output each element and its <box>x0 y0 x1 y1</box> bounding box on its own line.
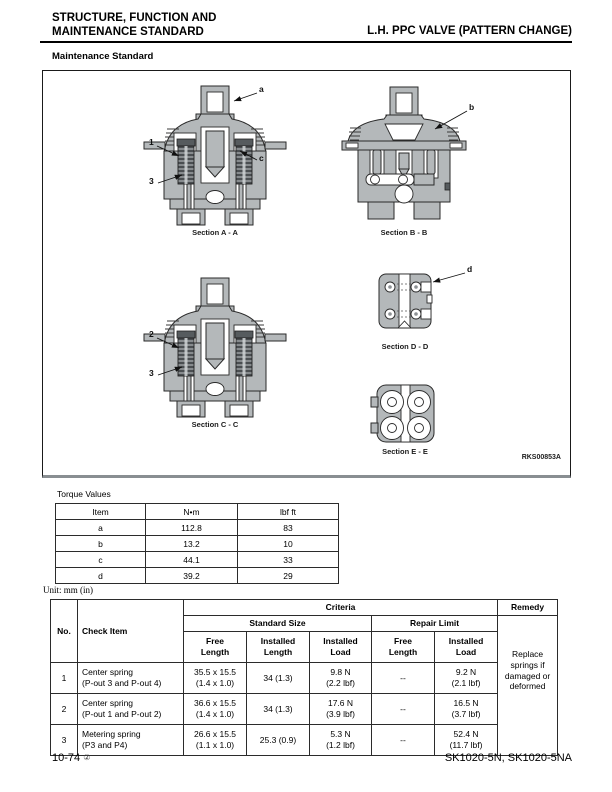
table-row: 1 Center spring(P-out 3 and P-out 4) 35.… <box>50 662 558 694</box>
caption-section-cc: Section C - C <box>191 420 239 429</box>
label-3-cc: 3 <box>149 368 154 378</box>
criteria-table: No. Check Item Criteria Remedy Standard … <box>50 599 559 756</box>
label-c: c <box>259 153 264 163</box>
unit-note: Unit: mm (in) <box>43 585 93 595</box>
page-number: 10-74 ② <box>52 752 90 764</box>
table-row: c 44.1 33 <box>55 551 339 568</box>
section-aa-drawing <box>143 85 287 226</box>
remedy-line: deformed <box>509 681 546 692</box>
torque-header-nm: N•m <box>145 503 238 520</box>
torque-nm: 13.2 <box>145 535 238 552</box>
header-criteria: Criteria <box>182 599 499 616</box>
header-no: No. <box>50 599 78 663</box>
row-check-item: Center spring(P-out 3 and P-out 4) <box>77 662 184 694</box>
header-std-free-length: Free Length <box>183 631 247 663</box>
row-check-item: Metering spring(P3 and P4) <box>77 724 184 756</box>
caption-section-ee: Section E - E <box>382 447 428 456</box>
section-bb-drawing <box>341 86 467 220</box>
label-2: 2 <box>149 329 154 339</box>
label-d: d <box>467 264 473 274</box>
torque-item: b <box>55 535 146 552</box>
row-rep-free-length: -- <box>371 662 435 694</box>
remedy-cell: Replace springs if damaged or deformed <box>497 615 559 756</box>
torque-lbf: 83 <box>237 519 339 536</box>
torque-lbf: 10 <box>237 535 339 552</box>
section-title: Maintenance Standard <box>52 51 154 62</box>
label-1: 1 <box>149 137 154 147</box>
torque-nm: 39.2 <box>145 567 238 584</box>
header-standard-size: Standard Size <box>183 615 372 632</box>
label-3-aa: 3 <box>149 176 154 186</box>
header-left-line2: MAINTENANCE STANDARD <box>52 26 204 38</box>
figure-reference-code: RKS00853A <box>521 454 561 461</box>
caption-section-bb: Section B - B <box>380 228 428 237</box>
row-std-free-length: 36.6 x 15.5(1.4 x 1.0) <box>183 693 247 725</box>
header-divider <box>40 41 572 43</box>
row-rep-installed-load: 9.2 N(2.1 lbf) <box>433 662 499 694</box>
page-header-right: L.H. PPC VALVE (PATTERN CHANGE) <box>367 25 572 37</box>
table-row: 2 Center spring(P-out 1 and P-out 2) 36.… <box>50 693 558 725</box>
remedy-line: damaged or <box>504 670 551 681</box>
section-dd-drawing <box>378 273 433 329</box>
torque-header-item: Item <box>55 503 146 520</box>
header-check-item: Check Item <box>77 599 184 663</box>
table-row: d 39.2 29 <box>55 567 339 584</box>
page-number-text: 10-74 <box>52 752 81 764</box>
row-std-free-length: 35.5 x 15.5(1.4 x 1.0) <box>183 662 247 694</box>
table-row: a 112.8 83 <box>55 519 339 536</box>
valve-sections-figure: a 1 3 c b 2 3 d Section A - A Section B … <box>42 70 571 478</box>
valve-diagram-art <box>143 85 468 443</box>
torque-nm: 44.1 <box>145 551 238 568</box>
page-header-left: STRUCTURE, FUNCTION AND MAINTENANCE STAN… <box>52 11 216 39</box>
row-std-installed-load: 17.6 N(3.9 lbf) <box>309 693 372 725</box>
header-left-line1: STRUCTURE, FUNCTION AND <box>52 12 217 24</box>
page-revision-mark: ② <box>83 753 91 762</box>
table-row: b 13.2 10 <box>55 535 339 552</box>
row-rep-free-length: -- <box>371 724 435 756</box>
torque-table: Item N•m lbf ft a 112.8 83 b 13.2 10 c 4… <box>55 503 339 584</box>
table-row: 3 Metering spring(P3 and P4) 26.6 x 15.5… <box>50 724 558 756</box>
row-std-installed-load: 9.8 N(2.2 lbf) <box>309 662 372 694</box>
row-no: 3 <box>50 724 78 756</box>
remedy-line: Replace <box>511 649 544 660</box>
row-rep-installed-load: 52.4 N(11.7 lbf) <box>433 724 499 756</box>
row-std-installed-length: 34 (1.3) <box>246 693 310 725</box>
row-no: 1 <box>50 662 78 694</box>
torque-nm: 112.8 <box>145 519 238 536</box>
torque-header-lbf: lbf ft <box>237 503 339 520</box>
caption-section-aa: Section A - A <box>192 228 238 237</box>
row-std-installed-load: 5.3 N(1.2 lbf) <box>309 724 372 756</box>
torque-item: a <box>55 519 146 536</box>
header-remedy: Remedy <box>497 599 559 616</box>
row-check-item: Center spring(P-out 1 and P-out 2) <box>77 693 184 725</box>
header-std-installed-load: Installed Load <box>309 631 372 663</box>
label-b: b <box>469 102 475 112</box>
section-cc-drawing <box>143 277 287 418</box>
header-std-installed-length: Installed Length <box>246 631 310 663</box>
row-no: 2 <box>50 693 78 725</box>
header-repair-limit: Repair Limit <box>370 615 499 632</box>
label-a: a <box>259 84 264 94</box>
model-codes: SK1020-5N, SK1020-5NA <box>444 752 572 764</box>
row-rep-installed-load: 16.5 N(3.7 lbf) <box>433 693 499 725</box>
torque-lbf: 29 <box>237 567 339 584</box>
caption-section-dd: Section D - D <box>381 342 429 351</box>
leader-lines <box>156 92 468 376</box>
torque-item: d <box>55 567 146 584</box>
section-ee-drawing <box>370 384 435 443</box>
torque-table-title: Torque Values <box>57 489 111 499</box>
row-std-installed-length: 25.3 (0.9) <box>246 724 310 756</box>
row-std-free-length: 26.6 x 15.5(1.1 x 1.0) <box>183 724 247 756</box>
header-rep-free-length: Free Length <box>371 631 435 663</box>
row-rep-free-length: -- <box>371 693 435 725</box>
torque-item: c <box>55 551 146 568</box>
header-rep-installed-load: Installed Load <box>433 631 499 663</box>
torque-lbf: 33 <box>237 551 339 568</box>
remedy-line: springs if <box>510 659 545 670</box>
row-std-installed-length: 34 (1.3) <box>246 662 310 694</box>
